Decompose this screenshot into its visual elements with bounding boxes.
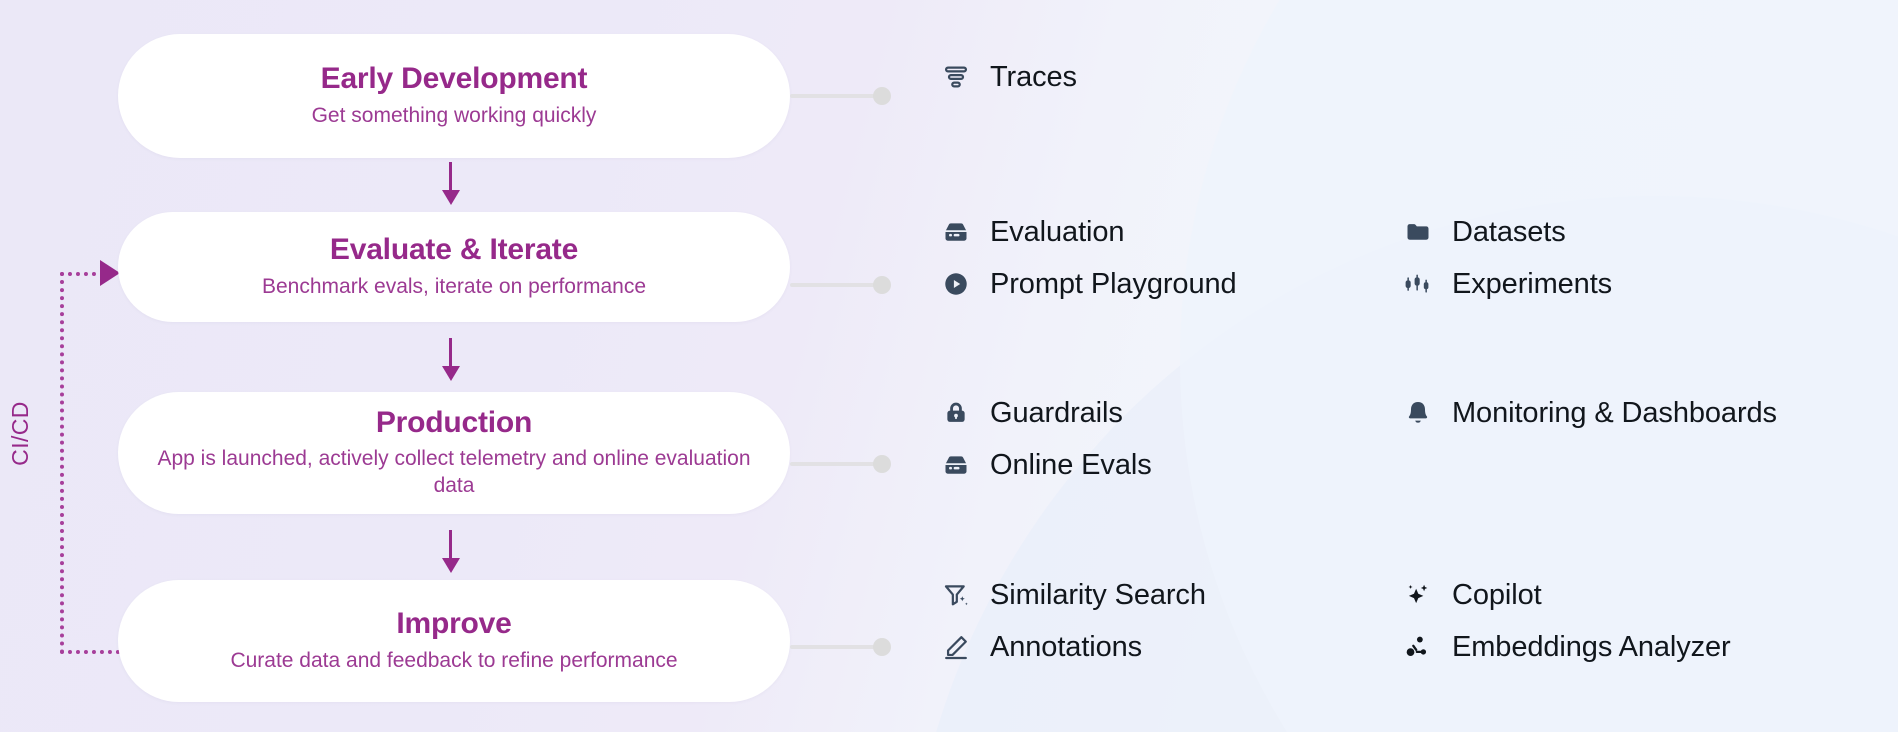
candlestick-chart-icon [1402, 267, 1434, 301]
feature-item-prompt-playground[interactable]: Prompt Playground [940, 267, 1402, 301]
stage-card[interactable]: Improve Curate data and feedback to refi… [118, 580, 790, 702]
traces-funnel-icon [940, 60, 972, 94]
feature-item-copilot[interactable]: Copilot [1402, 578, 1872, 612]
hard-drive-icon [940, 448, 972, 482]
feature-item-evaluation[interactable]: Evaluation [940, 215, 1402, 249]
pencil-icon [940, 630, 972, 664]
stage-connector [790, 276, 891, 294]
stage-subtitle: App is launched, actively collect teleme… [157, 447, 751, 498]
connector-knob [873, 276, 891, 294]
feature-label: Online Evals [990, 449, 1152, 482]
connector-knob [873, 87, 891, 105]
stage-connector [790, 455, 891, 473]
stage-card-list: Early Development Get something working … [0, 0, 800, 732]
feature-group: Evaluation Prompt Playground [940, 215, 1898, 301]
lock-icon [940, 396, 972, 430]
connector-knob [873, 455, 891, 473]
feature-item-traces[interactable]: Traces [940, 60, 1402, 94]
cicd-arrowhead-icon [100, 260, 120, 286]
stage-flow-arrow [449, 338, 452, 368]
feature-label: Embeddings Analyzer [1452, 631, 1731, 664]
connector-knob [873, 638, 891, 656]
feature-group: Guardrails Online Evals [940, 396, 1898, 482]
feature-label: Datasets [1452, 216, 1566, 248]
feature-label: Guardrails [990, 397, 1123, 429]
hard-drive-icon [940, 215, 972, 249]
feature-group: Traces [940, 60, 1898, 94]
feature-item-annotations[interactable]: Annotations [940, 630, 1402, 664]
feature-label: Evaluation [990, 216, 1125, 248]
feature-label: Experiments [1452, 268, 1613, 301]
feature-item-guardrails[interactable]: Guardrails [940, 396, 1402, 430]
play-circle-icon [940, 267, 972, 301]
feature-column-left: Evaluation Prompt Playground [940, 215, 1402, 301]
background-arc-small [1180, 0, 1898, 732]
feature-item-datasets[interactable]: Datasets [1402, 215, 1872, 249]
stage-flow-arrow [449, 162, 452, 192]
stage-title: Production [375, 405, 533, 439]
feature-column-left: Guardrails Online Evals [940, 396, 1402, 482]
feature-label: Copilot [1452, 579, 1542, 611]
funnel-sparkle-icon [940, 578, 972, 612]
stage-title: Evaluate & Iterate [329, 233, 579, 267]
stage-flow-arrow [449, 530, 452, 560]
feature-item-experiments[interactable]: Experiments [1402, 267, 1872, 301]
feature-item-monitoring-dashboards[interactable]: Monitoring & Dashboards [1402, 396, 1872, 430]
stage-connector [790, 638, 891, 656]
feature-column-right: Monitoring & Dashboards [1402, 396, 1872, 482]
network-nodes-icon [1402, 630, 1434, 664]
feature-item-embeddings-analyzer[interactable]: Embeddings Analyzer [1402, 630, 1872, 664]
cicd-dotted-top [60, 272, 104, 276]
stage-title: Improve [396, 607, 512, 641]
bell-icon [1402, 396, 1434, 430]
stage-subtitle: Benchmark evals, iterate on performance [261, 274, 647, 298]
stage-subtitle: Get something working quickly [311, 103, 597, 127]
feature-label: Traces [990, 61, 1077, 93]
feature-group: Similarity Search Annotations [940, 578, 1898, 664]
feature-column-right: Copilot Embeddings Analyzer [1402, 578, 1872, 664]
feature-label: Prompt Playground [990, 268, 1237, 301]
stage-title: Early Development [320, 62, 588, 96]
feature-column-right: Datasets [1402, 215, 1872, 301]
feature-column-right [1402, 60, 1872, 94]
feature-column-left: Traces [940, 60, 1402, 94]
cicd-dotted-bottom [60, 650, 168, 654]
feature-label: Monitoring & Dashboards [1452, 397, 1777, 429]
stage-connector [790, 87, 891, 105]
sparkles-icon [1402, 578, 1434, 612]
stage-card[interactable]: Production App is launched, actively col… [118, 392, 790, 514]
stage-card[interactable]: Early Development Get something working … [118, 34, 790, 158]
stage-subtitle: Curate data and feedback to refine perfo… [230, 648, 678, 672]
stage-card[interactable]: Evaluate & Iterate Benchmark evals, iter… [118, 212, 790, 322]
cicd-dotted-vertical [60, 272, 64, 654]
feature-label: Similarity Search [990, 579, 1206, 611]
feature-item-online-evals[interactable]: Online Evals [940, 448, 1402, 482]
cicd-feedback-loop: CI/CD [0, 0, 240, 732]
feature-column-left: Similarity Search Annotations [940, 578, 1402, 664]
feature-item-similarity-search[interactable]: Similarity Search [940, 578, 1402, 612]
feature-label: Annotations [990, 631, 1143, 664]
feature-group-list: Traces Evaluation [940, 0, 1898, 732]
folder-icon [1402, 215, 1434, 249]
